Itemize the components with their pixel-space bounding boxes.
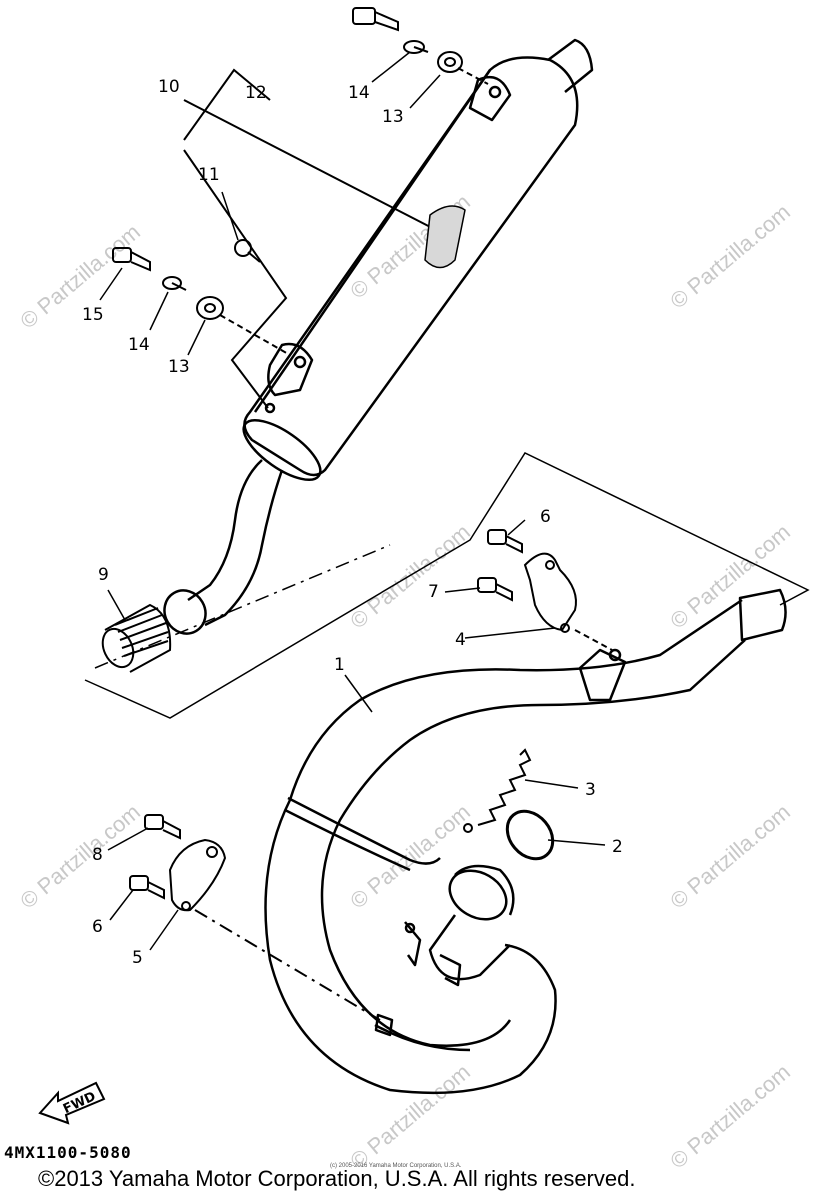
- small-copyright: (c) 2005-2016 Yamaha Motor Corporation, …: [330, 1163, 462, 1169]
- callout-13: 13: [168, 357, 190, 377]
- copyright-notice: ©2013 Yamaha Motor Corporation, U.S.A. A…: [38, 1166, 636, 1191]
- part-2-o-ring: [505, 809, 555, 861]
- section-boundary: [84, 452, 810, 719]
- callout-2: 2: [612, 837, 623, 857]
- callout-6: 6: [92, 917, 103, 937]
- part-9-gasket: [101, 603, 172, 673]
- callout-11: 11: [198, 165, 220, 185]
- silencer: [163, 38, 594, 635]
- callouts: 1 2 3 4 5 6 6 7 8 9 10 11 12 13 13 14 14…: [82, 77, 623, 968]
- watermark: © Partzilla.com: [15, 219, 145, 333]
- silencer-group-brackets: [183, 68, 441, 409]
- callout-8: 8: [92, 845, 103, 865]
- callout-9: 9: [98, 565, 109, 585]
- callout-13: 13: [382, 107, 404, 127]
- upper-fasteners: [352, 7, 489, 85]
- callout-3: 3: [585, 780, 596, 800]
- lower-fasteners: [112, 239, 291, 356]
- part-code: 4MX1100-5080: [4, 1143, 132, 1162]
- leader-lines: [99, 51, 606, 951]
- callout-14: 14: [348, 83, 370, 103]
- callout-5: 5: [132, 948, 143, 968]
- callout-6: 6: [540, 507, 551, 527]
- watermark: © Partzilla.com: [345, 1059, 475, 1173]
- watermark: © Partzilla.com: [665, 799, 795, 913]
- watermark: © Partzilla.com: [665, 1059, 795, 1173]
- callout-10: 10: [158, 77, 180, 97]
- watermark: © Partzilla.com: [665, 199, 795, 313]
- watermark: © Partzilla.com: [15, 799, 145, 913]
- callout-7: 7: [428, 582, 439, 602]
- expansion-chamber: [264, 588, 787, 1095]
- callout-12: 12: [245, 83, 267, 103]
- fwd-arrow-icon: FWD: [38, 1081, 106, 1125]
- callout-1: 1: [334, 655, 345, 675]
- callout-15: 15: [82, 305, 104, 325]
- callout-4: 4: [455, 630, 466, 650]
- callout-14: 14: [128, 335, 150, 355]
- part-5-bracket: [129, 814, 381, 1021]
- part-4-bracket: [477, 529, 613, 651]
- watermark: © Partzilla.com: [665, 519, 795, 633]
- part-3-spring: [463, 748, 532, 833]
- watermark: © Partzilla.com: [345, 799, 475, 913]
